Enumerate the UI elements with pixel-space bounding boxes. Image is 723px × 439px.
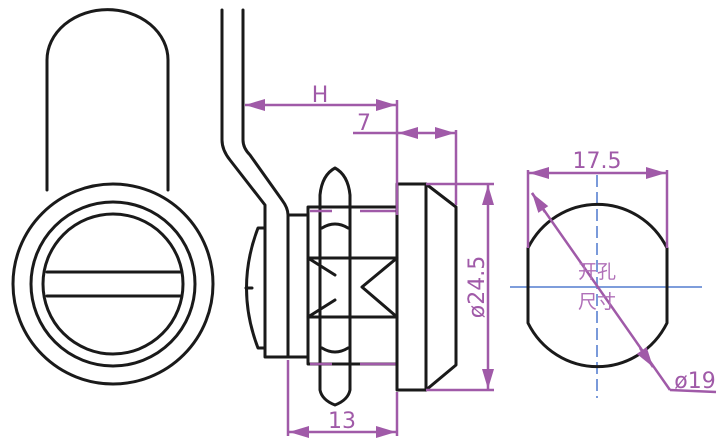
dim-label-24-5: ø24.5 bbox=[465, 256, 490, 318]
thread-lines bbox=[310, 209, 396, 366]
cutout-view: 17.5 ø19 开孔 尺寸 bbox=[510, 149, 717, 398]
cutout-extension-lines bbox=[526, 170, 669, 248]
washer bbox=[318, 166, 352, 407]
dim-label-7: 7 bbox=[357, 111, 371, 136]
dim-label-17-5: 17.5 bbox=[573, 149, 622, 174]
body bbox=[286, 213, 310, 359]
flange bbox=[395, 182, 428, 392]
cam-arm-outer bbox=[220, 8, 290, 359]
extension-lines bbox=[286, 100, 494, 436]
dim-label-H: H bbox=[312, 83, 329, 108]
key-slot bbox=[45, 270, 182, 298]
side-view bbox=[220, 8, 458, 407]
front-view bbox=[11, 8, 215, 386]
dim-arrow-19-top bbox=[530, 192, 549, 213]
cam-arm-inner bbox=[241, 8, 310, 217]
cutout-label-line2: 尺寸 bbox=[578, 291, 616, 313]
middle-ring bbox=[29, 200, 197, 368]
bezel bbox=[424, 182, 458, 392]
cutout-outline bbox=[526, 202, 669, 369]
cutout-label-line1: 开孔 bbox=[578, 261, 616, 283]
washer-lines bbox=[320, 222, 350, 354]
dim-arrow-19-bottom bbox=[636, 347, 655, 368]
dim-label-13: 13 bbox=[328, 409, 356, 434]
inner-ring bbox=[41, 212, 185, 356]
dim-label-19: ø19 bbox=[674, 369, 715, 394]
cam-arm-front bbox=[45, 8, 170, 192]
dim-leader-19 bbox=[669, 388, 717, 394]
side-dimensions: H 7 ø24.5 13 bbox=[245, 83, 494, 438]
outer-ring bbox=[11, 182, 215, 386]
